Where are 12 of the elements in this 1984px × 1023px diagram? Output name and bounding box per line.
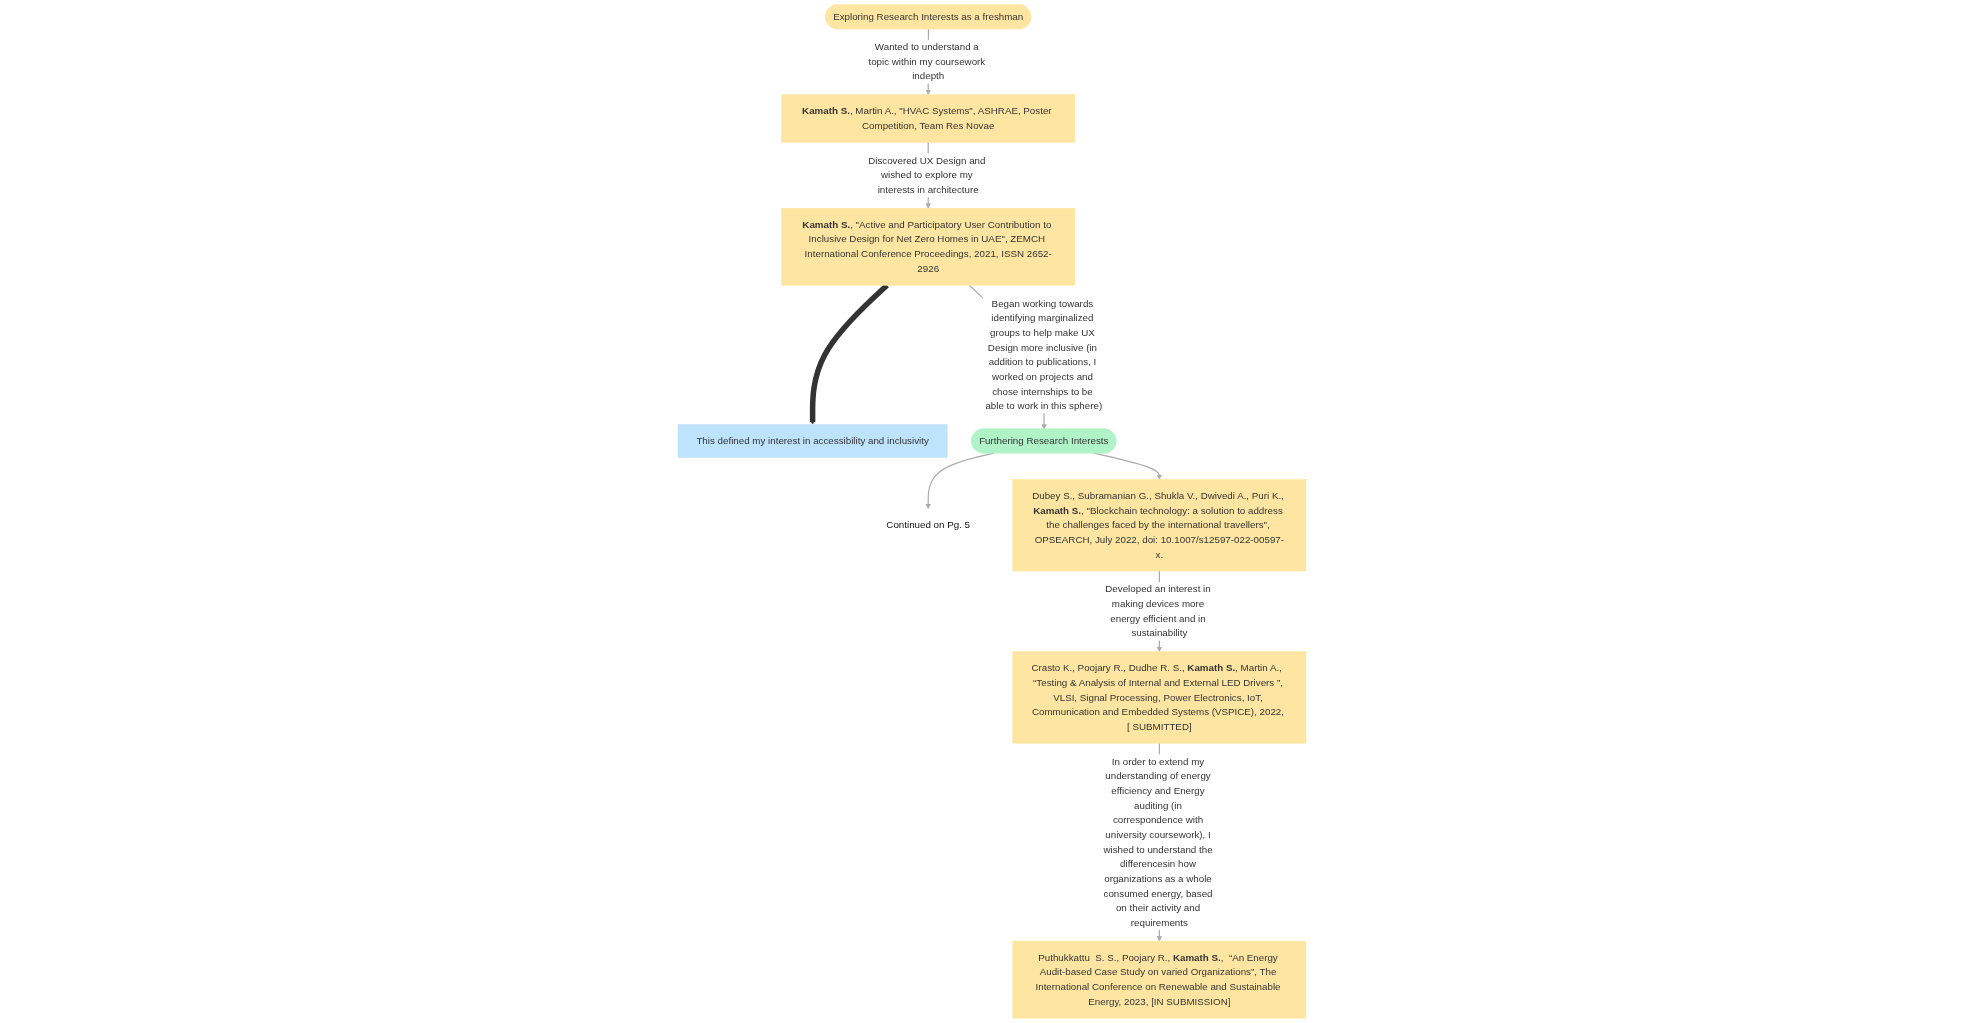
edge-label: Wanted to understand a topic within my coursework indepth	[868, 41, 986, 82]
edge-label: Began working towards identifying marginalized groups to help make UX Design more inclusive (in addition to publications, I worked on projects and chose internships to be able to work in this sphere)	[985, 298, 1103, 412]
edge-label: Developed an interest in making devices more energy efficient and in sustainability	[1105, 583, 1211, 639]
node-box: Kamath S., Martin A., "HVAC Systems", ASHRAE, Poster Competition, Team Res Novae	[781, 94, 1076, 143]
node-box: Puthukkattu S. S., Poojary R., Kamath S., “An Energy Audit-based Case Study on varied Organizations”, The International Conference on Renewable and Sustainable Energy, 2023, [IN SUBMISSION]	[1012, 940, 1307, 1019]
node-box: Dubey S., Subramanian G., Shukla V., Dwivedi A., Puri K., Kamath S., "Blockchain technology: a solution to address the challenges faced by the international travellers", OPSEARCH, July 2022, doi: 10.1007/s12597-022-00597-x.	[1012, 479, 1307, 572]
node-text: Continued on Pg. 5	[886, 519, 971, 531]
edge-label: In order to extend my understanding of energy efficiency and Energy auditing (in correspondence with university coursework), I wished to understand the differencesin how organizations as a whole consumed energy, based on their activity and requirements	[1103, 756, 1213, 928]
node-box: This defined my interest in accessibility and inclusivity	[677, 424, 948, 458]
edge-label: Discovered UX Design and wished to explore my interests in architecture	[868, 155, 986, 195]
node-box: Crasto K., Poojary R., Dudhe R. S., Kamath S., Martin A., “Testing & Analysis of Internal and External LED Drivers ”, VLSI, Signal Processing, Power Electronics, IoT, Communication and Embedded Systems (VSPICE), 2022, [ SUBMITTED]	[1012, 651, 1307, 744]
node-box: Kamath S., "Active and Participatory User Contribution to Inclusive Design for Net Zero Homes in UAE", ZEMCH International Conference Proceedings, 2021, ISSN 2652-2926	[781, 207, 1076, 286]
